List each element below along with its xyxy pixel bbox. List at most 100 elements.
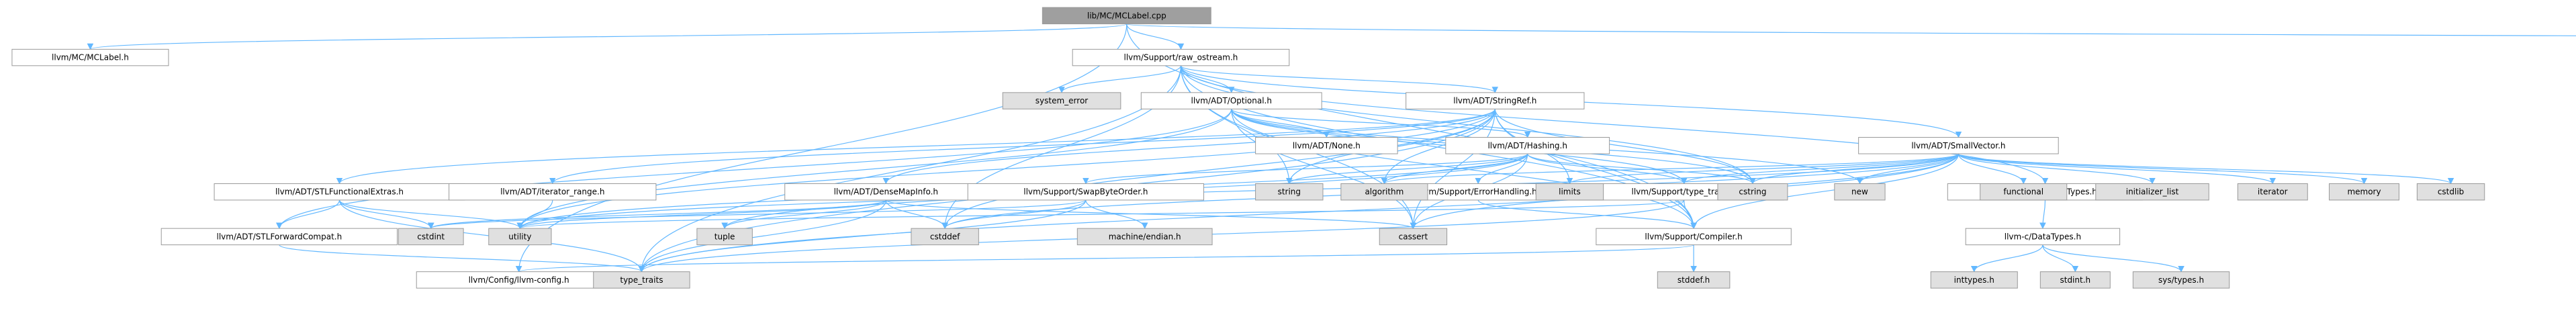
- node-label: llvm/ADT/Hashing.h: [1487, 141, 1567, 150]
- edge-smallvector-to-functional: [1958, 153, 2027, 185]
- node-box: [2416, 183, 2485, 201]
- edge-errorhandling-to-compiler: [1477, 199, 1697, 230]
- node-box: [398, 228, 464, 246]
- node-label: cstring: [1739, 187, 1766, 197]
- node-label: new: [1851, 187, 1868, 197]
- node-box: [1596, 228, 1792, 246]
- edge-raw_ostream-to-stringref: [1180, 65, 1498, 93]
- node-initializer-list: initializer_list: [2095, 183, 2209, 201]
- node-box: [1340, 183, 1428, 201]
- node-label: llvm/MC/MCLabel.h: [52, 53, 129, 62]
- edge-swapbyteorder-to-cstddef: [941, 199, 1087, 230]
- node-mclabel-h[interactable]: llvm/MC/MCLabel.h: [11, 48, 169, 66]
- edge-root-to-raw_ostream: [1126, 24, 1185, 50]
- edge-raw_ostream-to-string: [1180, 65, 1293, 185]
- edge-c_datatypes-to-stdint_h: [2042, 244, 2079, 273]
- node-box: [449, 183, 657, 201]
- node-box: [911, 228, 979, 246]
- node-box: [1965, 228, 2121, 246]
- node-tuple: tuple: [696, 228, 753, 246]
- edge-optional-to-stlforwardcompat: [276, 109, 1232, 230]
- node-stlfunctionalextras[interactable]: llvm/ADT/STLFunctionalExtras.h: [214, 183, 465, 201]
- node-string: string: [1255, 183, 1324, 201]
- edge-stringref-to-compiler: [1494, 109, 1697, 230]
- edge-smallvector-to-initializer_list: [1958, 153, 2156, 185]
- node-box: [1140, 92, 1322, 109]
- node-new: new: [1834, 183, 1886, 201]
- edge-compiler-to-llvm_config: [516, 244, 1694, 273]
- node-label: llvm/Support/raw_ostream.h: [1124, 53, 1238, 62]
- node-stringref[interactable]: llvm/ADT/StringRef.h: [1406, 92, 1585, 109]
- edge-swapbyteorder-to-cstdint: [428, 199, 1087, 230]
- edge-optional-to-hashing: [1231, 108, 1531, 138]
- node-cstddef: cstddef: [911, 228, 979, 246]
- node-label: utility: [508, 232, 531, 241]
- node-label: type_traits: [620, 275, 663, 285]
- node-label: algorithm: [1365, 187, 1404, 197]
- node-densemapinfo[interactable]: llvm/ADT/DenseMapInfo.h: [784, 183, 988, 201]
- node-label: llvm/Support/ErrorHandling.h: [1420, 187, 1537, 197]
- edge-stringref-to-cstring: [1494, 109, 1756, 185]
- node-none[interactable]: llvm/ADT/None.h: [1255, 137, 1398, 154]
- node-swapbyteorder[interactable]: llvm/Support/SwapByteOrder.h: [967, 183, 1205, 201]
- edge-stringref-to-cstddef: [941, 109, 1496, 230]
- node-label: llvm/ADT/iterator_range.h: [500, 187, 604, 197]
- node-label: initializer_list: [2126, 187, 2179, 197]
- node-stlforwardcompat[interactable]: llvm/ADT/STLForwardCompat.h: [160, 228, 398, 246]
- edge-type_traits_h-to-compiler: [1684, 199, 1697, 230]
- node-limits: limits: [1535, 183, 1604, 201]
- node-box: [1930, 271, 2018, 289]
- node-label: llvm/ADT/SmallVector.h: [1911, 141, 2005, 150]
- node-box: [1002, 92, 1121, 109]
- node-iterator-range[interactable]: llvm/ADT/iterator_range.h: [449, 183, 657, 201]
- node-box: [1076, 228, 1213, 246]
- node-functional: functional: [1980, 183, 2068, 201]
- node-hashing[interactable]: llvm/ADT/Hashing.h: [1445, 137, 1610, 154]
- edge-stringref-to-densemapinfo: [882, 109, 1496, 185]
- node-llvm-config[interactable]: llvm/Config/llvm-config.h: [416, 271, 622, 289]
- node-algorithm: algorithm: [1340, 183, 1428, 201]
- node-box: [2237, 183, 2308, 201]
- node-type-traits: type_traits: [593, 271, 690, 289]
- node-root[interactable]: lib/MC/MCLabel.cpp: [1042, 7, 1211, 25]
- node-box: [1858, 137, 2059, 154]
- node-c-datatypes[interactable]: llvm-c/DataTypes.h: [1965, 228, 2121, 246]
- node-label: llvm/Support/Compiler.h: [1645, 232, 1742, 241]
- node-box: [1445, 137, 1610, 154]
- node-optional[interactable]: llvm/ADT/Optional.h: [1140, 92, 1322, 109]
- node-label: cstddef: [930, 232, 960, 241]
- node-label: system_error: [1036, 96, 1089, 105]
- node-label: llvm/Support/type_traits.h: [1631, 187, 1737, 197]
- node-label: llvm/Config/llvm-config.h: [469, 275, 569, 285]
- edge-raw_ostream-to-system_error: [1058, 65, 1182, 93]
- edge-densemapinfo-to-tuple: [721, 199, 886, 230]
- node-label: llvm/ADT/DenseMapInfo.h: [834, 187, 938, 197]
- node-stdint-h: stdint.h: [2039, 271, 2111, 289]
- edge-c_datatypes-to-sys_types_h: [2042, 244, 2184, 273]
- edge-smallvector-to-cstdlib: [1958, 153, 2454, 185]
- node-label: lib/MC/MCLabel.cpp: [1087, 11, 1166, 20]
- node-box: [967, 183, 1205, 201]
- node-box: [488, 228, 552, 246]
- node-label: cstdint: [417, 232, 445, 241]
- node-label: inttypes.h: [1954, 275, 1994, 285]
- edge-hashing-to-swapbyteorder: [1083, 153, 1528, 185]
- node-box: [1406, 92, 1585, 109]
- edge-root-to-mclabel_h: [87, 24, 1128, 50]
- node-cstring: cstring: [1717, 183, 1788, 201]
- node-box: [1072, 48, 1290, 66]
- edge-smallvector-to-utility: [516, 153, 1960, 230]
- node-label: memory: [2347, 187, 2381, 197]
- node-compiler[interactable]: llvm/Support/Compiler.h: [1596, 228, 1792, 246]
- edge-hashing-to-cstring: [1527, 153, 1756, 185]
- node-raw-ostream[interactable]: llvm/Support/raw_ostream.h: [1072, 48, 1290, 66]
- edge-smallvector-to-algorithm: [1381, 153, 1960, 185]
- node-box: [1255, 137, 1398, 154]
- node-smallvector[interactable]: llvm/ADT/SmallVector.h: [1858, 137, 2059, 154]
- node-label: llvm/ADT/None.h: [1293, 141, 1361, 150]
- node-label: cstdlib: [2438, 187, 2464, 197]
- node-box: [1379, 228, 1448, 246]
- node-label: cassert: [1399, 232, 1428, 241]
- edge-stlforwardcompat-to-type_traits: [279, 244, 645, 273]
